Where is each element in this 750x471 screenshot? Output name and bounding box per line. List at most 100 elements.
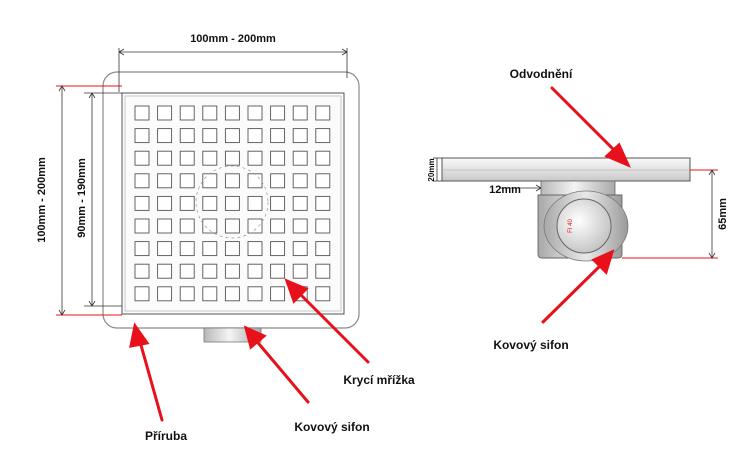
grate-slot xyxy=(270,105,286,121)
grate-slot xyxy=(179,195,195,211)
grate-slot xyxy=(224,263,240,279)
grate-slot xyxy=(157,128,173,144)
grate-slot xyxy=(292,128,308,144)
grate-slot xyxy=(224,173,240,189)
label-priruba: Příruba xyxy=(145,429,187,443)
grate-slot xyxy=(292,241,308,257)
grate-slot xyxy=(179,128,195,144)
grate-slot xyxy=(157,241,173,257)
grate-slot xyxy=(224,286,240,302)
grate-slot xyxy=(224,128,240,144)
label-odvodneni: Odvodnění xyxy=(510,67,573,81)
arrow-priruba xyxy=(137,336,164,422)
grate-slot xyxy=(224,195,240,211)
grate-slot xyxy=(179,286,195,302)
inner-height-dimension xyxy=(84,92,122,307)
grate-slot xyxy=(202,173,218,189)
grate-slot xyxy=(247,105,263,121)
grate-slot xyxy=(247,128,263,144)
arrow-sifon-front xyxy=(252,336,310,404)
front-view xyxy=(102,71,360,343)
side-top-plate xyxy=(441,157,691,182)
grate-slot xyxy=(247,241,263,257)
grate-slot xyxy=(247,263,263,279)
grate-slot xyxy=(134,263,150,279)
grate-slot xyxy=(315,263,331,279)
grate-slot xyxy=(315,218,331,234)
grate-slot xyxy=(202,241,218,257)
grate-slot xyxy=(292,173,308,189)
grate-slot xyxy=(202,150,218,166)
offset-label: 12mm xyxy=(489,184,521,196)
thickness-dimension xyxy=(433,157,442,182)
side-view: FI 40 xyxy=(441,157,691,262)
label-sifon-side: Kovový sifon xyxy=(493,338,568,352)
grate-slot xyxy=(315,173,331,189)
grate-slot xyxy=(179,218,195,234)
grate-slot xyxy=(134,286,150,302)
grate-slot xyxy=(134,173,150,189)
grate-slot xyxy=(247,286,263,302)
grate-slot xyxy=(157,150,173,166)
grate-slot xyxy=(270,195,286,211)
grate-slot xyxy=(270,150,286,166)
grate-slot xyxy=(292,218,308,234)
siphon-marking: FI 40 xyxy=(568,219,574,233)
arrow-kryci-mrizka xyxy=(294,288,370,364)
grate-slot xyxy=(202,105,218,121)
grate-slot xyxy=(315,195,331,211)
grate-slot xyxy=(202,263,218,279)
grate-slot xyxy=(247,218,263,234)
grate-slot xyxy=(292,195,308,211)
grate-slot xyxy=(179,173,195,189)
callout-arrows xyxy=(129,86,631,422)
top-width-label: 100mm - 200mm xyxy=(190,33,276,45)
grate-slot xyxy=(315,150,331,166)
grate-slot xyxy=(315,128,331,144)
grate-slot xyxy=(179,241,195,257)
arrow-odvodneni xyxy=(550,86,621,157)
grate-slot xyxy=(134,241,150,257)
grate-slot xyxy=(292,105,308,121)
grate-slot xyxy=(134,150,150,166)
grate-slot xyxy=(157,105,173,121)
side-outlet-circle xyxy=(556,198,612,254)
grate-slot xyxy=(224,241,240,257)
grate-slot xyxy=(224,105,240,121)
grate-slot xyxy=(292,263,308,279)
top-width-dimension xyxy=(118,48,348,92)
outer-height-dimension xyxy=(56,85,122,316)
grate-slot xyxy=(270,241,286,257)
grate-slot xyxy=(270,173,286,189)
thickness-label: 20mm xyxy=(427,158,436,181)
grate-slot xyxy=(157,263,173,279)
grate-slot xyxy=(270,218,286,234)
grate-slot xyxy=(134,218,150,234)
grate-slot xyxy=(292,150,308,166)
grate-slot xyxy=(157,195,173,211)
offset-dimension xyxy=(500,184,542,192)
inner-height-label: 90mm - 190mm xyxy=(76,158,88,238)
grate-slot xyxy=(179,263,195,279)
grate-slot xyxy=(179,150,195,166)
grate-slot xyxy=(202,218,218,234)
grate-slot xyxy=(247,195,263,211)
grate-slot xyxy=(247,173,263,189)
grate-slot xyxy=(157,286,173,302)
grate-slot xyxy=(134,105,150,121)
grate-slot xyxy=(202,286,218,302)
side-height-label: 65mm xyxy=(717,198,729,230)
grate-slot xyxy=(202,195,218,211)
grate-slot xyxy=(247,150,263,166)
grate-slot xyxy=(270,128,286,144)
grate-slot xyxy=(179,105,195,121)
grate-slot xyxy=(224,218,240,234)
arrow-sifon-side xyxy=(541,260,606,324)
grate-slot xyxy=(202,128,218,144)
grate-slot xyxy=(157,218,173,234)
grate-slot xyxy=(315,241,331,257)
grate-slot xyxy=(224,150,240,166)
outer-height-label: 100mm - 200mm xyxy=(36,157,48,243)
grate-squares xyxy=(134,105,331,302)
